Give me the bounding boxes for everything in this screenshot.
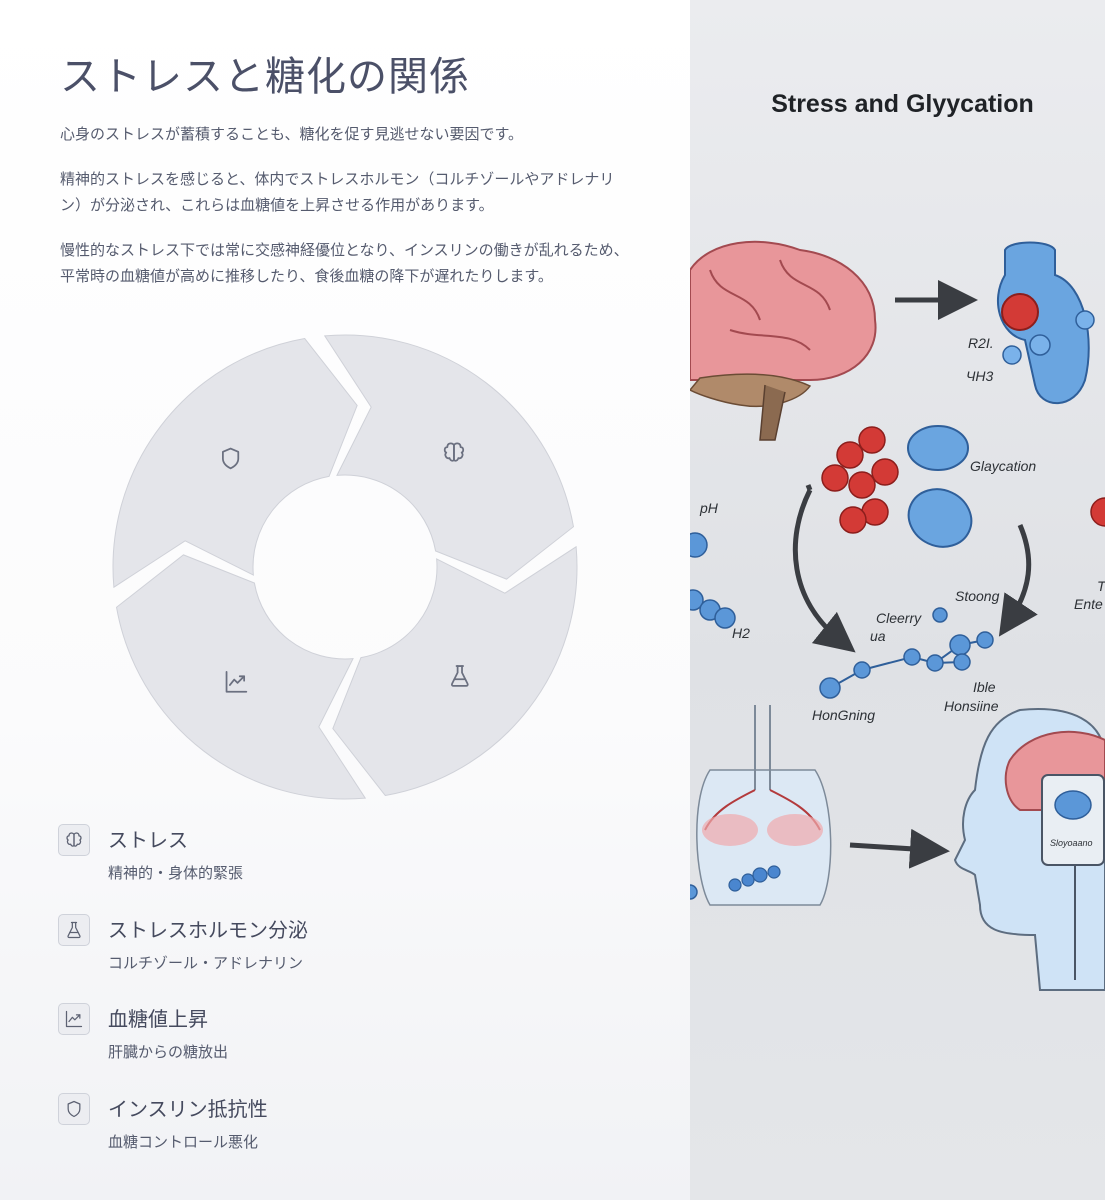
illustration-label: pH	[700, 500, 718, 516]
illustration-label: Stoong	[955, 588, 1000, 604]
shield-icon	[222, 447, 240, 470]
illustration-label: T	[1097, 578, 1105, 594]
illustration-label: ЧН3	[966, 368, 994, 384]
flask-icon	[451, 665, 469, 687]
legend-title: インスリン抵抗性	[108, 1097, 268, 1121]
cycle-segment	[112, 337, 358, 589]
legend-desc: コルチゾール・アドレナリン	[108, 954, 304, 972]
legend-title: ストレス	[108, 828, 188, 852]
illustration-label: Glaycation	[970, 458, 1037, 474]
legend-item-blood-sugar: 血糖値上昇 肝臓からの糖放出	[58, 1001, 658, 1071]
flask-icon	[58, 914, 90, 946]
head-profile-illustration	[953, 708, 1105, 991]
glycation-cells	[907, 425, 973, 548]
illustration-label: Ible	[973, 679, 996, 695]
illustration-label: H2	[732, 625, 750, 641]
brain-icon	[443, 442, 465, 462]
molecule-network	[819, 607, 994, 699]
hormone-paragraph: 精神的ストレスを感じると、体内でストレスホルモン（コルチゾールやアドレナリン）が…	[60, 170, 615, 214]
cycle-segment	[332, 545, 578, 797]
chronic-stress-paragraph: 慢性的なストレス下では常に交感神経優位となり、インスリンの働きが乱れるため、平常…	[60, 241, 629, 285]
legend-desc: 血糖コントロール悪化	[108, 1133, 259, 1151]
brain-illustration	[690, 240, 877, 441]
glucose-molecule-cluster	[821, 426, 899, 534]
edge-molecules	[690, 532, 736, 900]
adrenal-gland-illustration	[996, 241, 1095, 405]
chart-up-icon	[225, 671, 248, 693]
illustration-label: Sloyoaano	[1050, 838, 1093, 848]
illustration-label: HonGning	[812, 707, 876, 723]
chart-up-icon	[58, 1003, 90, 1035]
illustration-label: Cleerry	[876, 610, 922, 626]
content-panel: ストレスと糖化の関係 心身のストレスが蓄積することも、糖化を促す見逃せない要因で…	[0, 0, 690, 1200]
shield-icon	[58, 1093, 90, 1125]
lungs-illustration	[696, 705, 832, 906]
illustration-label: Ente	[1074, 596, 1103, 612]
cycle-segment	[323, 334, 575, 580]
legend-desc: 肝臓からの糖放出	[108, 1043, 229, 1061]
illustration-title: Stress and Glyycation	[771, 90, 1034, 118]
legend-title: 血糖値上昇	[108, 1007, 208, 1031]
stress-cycle-diagram	[112, 334, 578, 800]
legend-desc: 精神的・身体的緊張	[108, 864, 244, 882]
stress-glycation-illustration	[690, 240, 1105, 991]
brain-icon	[58, 824, 90, 856]
legend-item-insulin: インスリン抵抗性 血糖コントロール悪化	[58, 1091, 658, 1161]
illustration-label: ua	[870, 628, 886, 644]
legend-item-stress: ストレス 精神的・身体的緊張	[58, 822, 658, 892]
illustration-panel: Stress and Glyycation R2I. ЧН3 Glaycatio…	[690, 0, 1105, 1200]
intro-paragraph: 心身のストレスが蓄積することも、糖化を促す見逃せない要因です。	[60, 125, 524, 143]
illustration-label: R2I.	[968, 335, 994, 351]
legend-item-hormone: ストレスホルモン分泌 コルチゾール・アドレナリン	[58, 912, 658, 982]
page-title: ストレスと糖化の関係	[60, 54, 470, 100]
legend-title: ストレスホルモン分泌	[108, 918, 308, 942]
illustration-label: Honsiine	[944, 698, 999, 714]
